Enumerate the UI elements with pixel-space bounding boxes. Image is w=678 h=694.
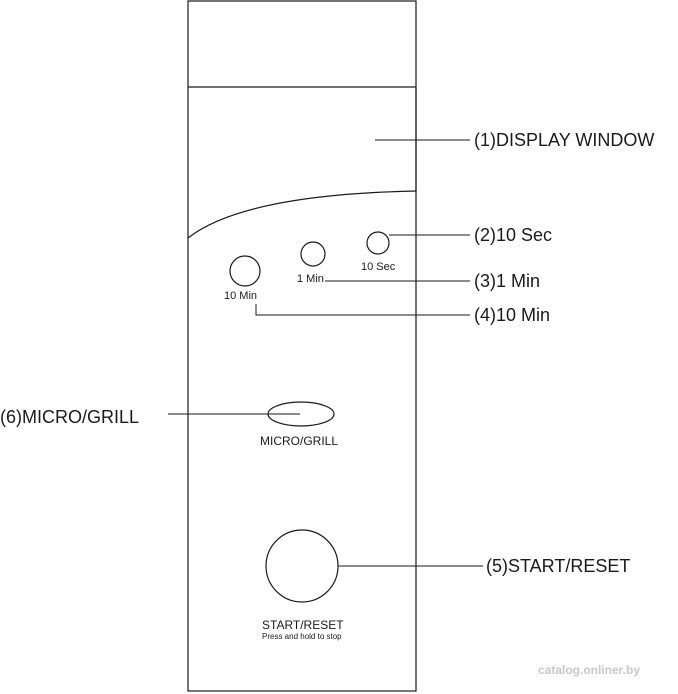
button-start-reset[interactable] [265, 529, 339, 603]
callout-micro-grill: (6)MICRO/GRILL [0, 407, 140, 427]
callout-10-min: (4)10 Min [474, 305, 551, 325]
label-10-min: 10 Min [224, 290, 258, 302]
button-10-sec[interactable] [366, 231, 390, 255]
leader-10-min [255, 304, 470, 316]
label-press-hold: Press and hold to stop [262, 632, 342, 641]
callout-10-sec: (2)10 Sec [474, 225, 553, 245]
button-1-min[interactable] [300, 241, 326, 267]
label-start-reset: START/RESET [262, 618, 344, 632]
button-10-min[interactable] [229, 255, 261, 287]
control-panel-outline [187, 0, 417, 692]
label-micro-grill: MICRO/GRILL [260, 434, 339, 448]
callout-1-min: (3)1 Min [474, 271, 541, 291]
label-10-sec: 10 Sec [361, 261, 396, 273]
watermark: catalog.onliner.by [538, 663, 641, 677]
label-1-min: 1 Min [297, 273, 324, 285]
callout-display-window: (1)DISPLAY WINDOW [474, 130, 655, 150]
callout-start-reset: (5)START/RESET [486, 556, 631, 576]
display-window-curve [187, 190, 417, 239]
